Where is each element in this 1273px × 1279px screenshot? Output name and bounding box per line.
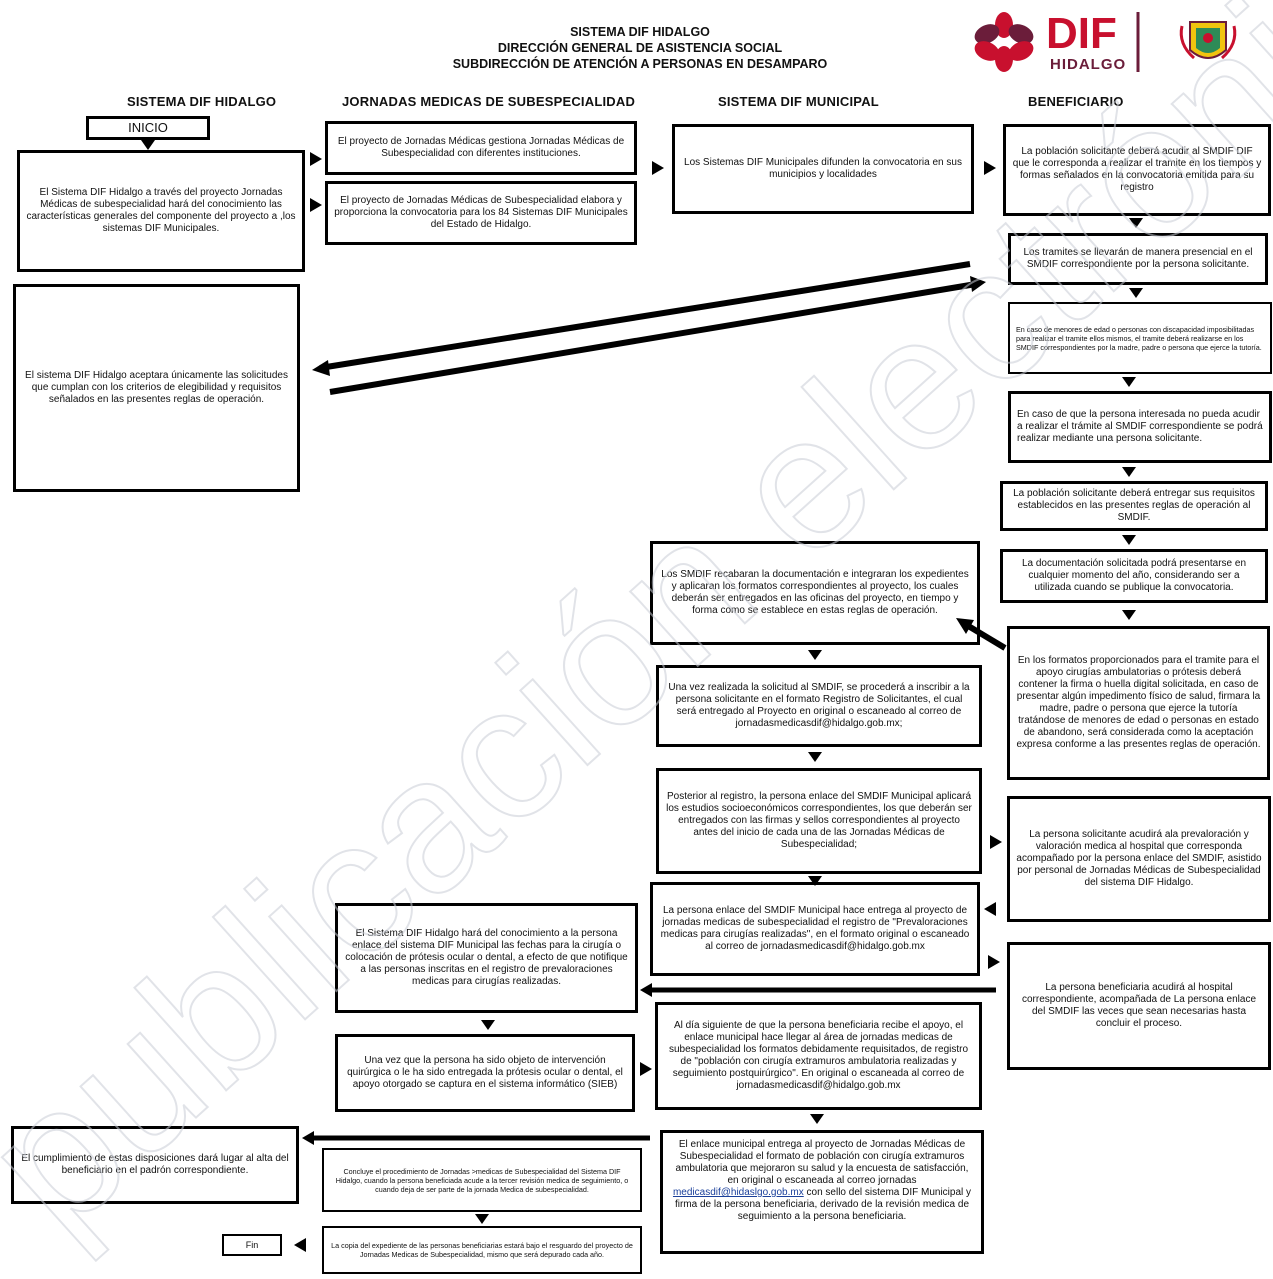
node-ben-entregar: La población solicitante deberá entregar… <box>1000 481 1268 531</box>
arrow-down-6 <box>1122 610 1136 620</box>
logo-sub-text: HIDALGO <box>1050 56 1127 73</box>
arrow-down-10 <box>481 1020 495 1030</box>
state-coat-of-arms-icon <box>1179 21 1237 60</box>
arrow-to-ben-hospital <box>988 955 1000 969</box>
node-jm-concluye: Concluye el procedimiento de Jornadas >m… <box>322 1148 642 1212</box>
header-line-3: SUBDIRECCIÓN DE ATENCIÓN A PERSONAS EN D… <box>452 57 828 71</box>
node-ben-hospital: La persona beneficiaria acudirá al hospi… <box>1007 942 1271 1070</box>
node-mun-recaban: Los SMDIF recabaran la documentación e i… <box>650 541 980 645</box>
dif-flower-icon <box>974 12 1237 72</box>
node-dif-acepta: El sistema DIF Hidalgo aceptara únicamen… <box>13 284 300 492</box>
node-ben-formatos: En los formatos proporcionados para el t… <box>1007 626 1270 780</box>
node-ben-no-acudir: En caso de que la persona interesada no … <box>1008 391 1272 463</box>
arrow-down-4 <box>1122 467 1136 477</box>
node-mun-difunden: Los Sistemas DIF Municipales difunden la… <box>672 124 974 214</box>
satisfaccion-email-link[interactable]: medicasdif@hidaslgo.gob.mx <box>672 1187 804 1198</box>
arrow-down-8 <box>808 752 822 762</box>
column-header-dif-hidalgo: SISTEMA DIF HIDALGO <box>127 94 277 109</box>
node-inicio: INICIO <box>86 116 210 140</box>
arrow-to-mun-difunden <box>652 161 664 175</box>
node-fin: Fin <box>222 1234 282 1256</box>
node-ben-menores: En caso de menores de edad o personas co… <box>1008 302 1272 374</box>
dif-hidalgo-logo: DIF HIDALGO <box>968 8 1268 76</box>
arrow-to-fin <box>294 1238 306 1252</box>
node-jm-gestiona: El proyecto de Jornadas Médicas gestiona… <box>325 121 637 175</box>
node-ben-prevaloracion: La persona solicitante acudirá ala preva… <box>1007 796 1271 922</box>
arrow-down-2 <box>1129 288 1143 298</box>
arrow-to-mun-dia-siguiente <box>640 1062 652 1076</box>
arrow-inicio-down <box>141 140 155 150</box>
arrow-to-jm-elabora <box>310 198 322 212</box>
node-mun-entrega-registro: La persona enlace del SMDIF Municipal ha… <box>650 882 980 976</box>
node-jm-captura: Una vez que la persona ha sido objeto de… <box>335 1034 635 1112</box>
header-line-2: DIRECCIÓN GENERAL DE ASISTENCIA SOCIAL <box>497 41 783 55</box>
logo-brand-text: DIF <box>1046 9 1117 58</box>
arrow-back-to-mun-entrega <box>984 902 996 916</box>
satisfaccion-text-pre: El enlace municipal entrega al proyecto … <box>675 1139 969 1186</box>
arrow-to-ben-prevaloracion <box>990 835 1002 849</box>
node-dif-conocimiento: El Sistema DIF Hidalgo a través del proy… <box>17 150 305 272</box>
node-ben-acudir: La población solicitante deberá acudir a… <box>1003 124 1271 216</box>
arrow-down-3 <box>1122 377 1136 387</box>
arrow-down-1 <box>1129 218 1143 228</box>
node-dif-alta: El cumplimiento de estas disposiciones d… <box>11 1126 299 1204</box>
arrow-down-9 <box>808 876 822 886</box>
arrow-to-jm-gestiona <box>310 152 322 166</box>
node-dif-fechas: El Sistema DIF Hidalgo hará del conocimi… <box>335 903 638 1013</box>
node-jm-copia: La copia del expediente de las personas … <box>322 1226 642 1274</box>
arrow-down-5 <box>1122 535 1136 545</box>
node-mun-inscribir: Una vez realizada la solicitud al SMDIF,… <box>656 665 982 747</box>
node-jm-elabora: El proyecto de Jornadas Médicas de Subes… <box>325 181 637 245</box>
arrow-down-7 <box>808 650 822 660</box>
node-mun-dia-siguiente: Al día siguiente de que la persona benef… <box>655 1002 982 1110</box>
arrow-down-12 <box>475 1214 489 1224</box>
node-ben-presencial: Los tramites se llevarán de manera prese… <box>1008 233 1268 285</box>
node-mun-satisfaccion: El enlace municipal entrega al proyecto … <box>660 1130 984 1254</box>
arrow-to-ben-acudir <box>984 161 996 175</box>
node-mun-estudios: Posterior al registro, la persona enlace… <box>656 768 982 874</box>
column-header-jornadas: JORNADAS MEDICAS DE SUBESPECIALIDAD <box>342 94 636 109</box>
satisfaccion-text-post: con sello del sistema DIF Municipal y fi… <box>674 1187 972 1222</box>
header-line-1: SISTEMA DIF HIDALGO <box>570 25 710 39</box>
arrow-down-11 <box>810 1114 824 1124</box>
node-ben-documentacion: La documentación solicitada podrá presen… <box>1000 549 1268 603</box>
column-header-dif-municipal: SISTEMA DIF MUNICIPAL <box>718 94 879 109</box>
column-header-beneficiario: BENEFICIARIO <box>1028 94 1124 109</box>
